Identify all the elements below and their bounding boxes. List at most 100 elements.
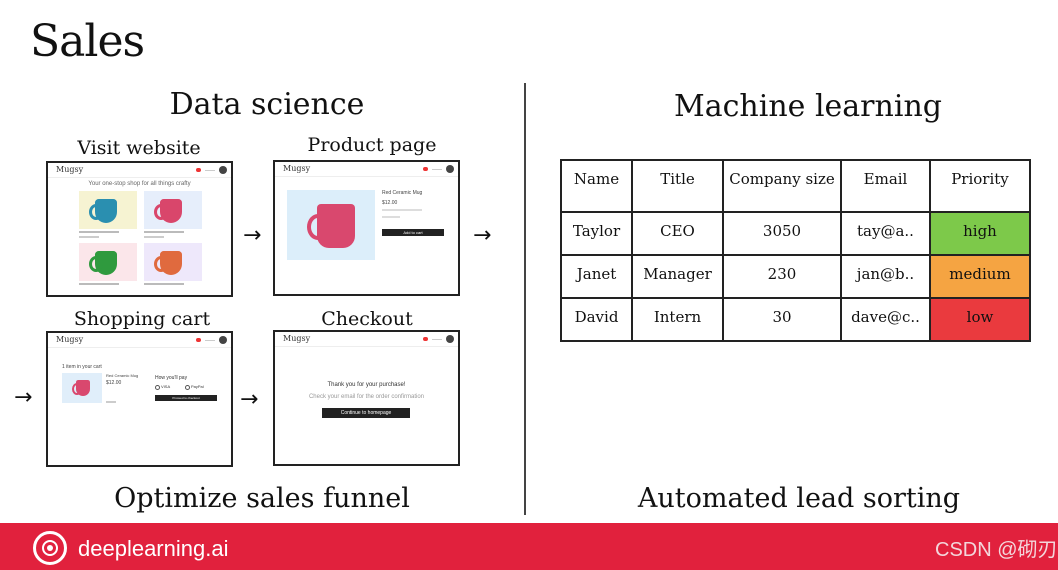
company-size-cell: 3050 (722, 211, 842, 256)
mug-handle (89, 204, 103, 220)
cart-item-qty (106, 401, 116, 403)
company-size-cell: 30 (722, 297, 842, 342)
step-label-visit-website: Visit website (77, 137, 201, 159)
shop-tagline: Your one-stop shop for all things crafty (88, 181, 191, 187)
slide-title: Sales (30, 16, 145, 67)
table-row: Janet Manager 230 jan@b.. medium (560, 254, 1031, 299)
visa-radio (155, 385, 160, 390)
brand-name: deeplearning.ai (78, 536, 229, 561)
name-cell: David (560, 297, 633, 342)
menu-line (432, 169, 442, 170)
step-label-shopping-cart: Shopping cart (73, 308, 211, 330)
product-page-mockup: Mugsy Red Ceramic Mug $12.00 Add to cart (273, 160, 460, 296)
table-row: David Intern 30 dave@c.. low (560, 297, 1031, 342)
name-cell: Janet (560, 254, 633, 299)
priority-cell: high (929, 211, 1031, 256)
footer-bar (0, 523, 1058, 570)
optimize-sales-funnel-caption: Optimize sales funnel (114, 483, 410, 514)
watermark: CSDN @砌刃 (935, 539, 1058, 561)
tile-caption (79, 231, 119, 233)
mockup-logo: Mugsy (283, 334, 311, 343)
machine-learning-title: Machine learning (674, 89, 942, 124)
column-header: Company size (722, 159, 842, 213)
product-desc-line (382, 216, 400, 218)
mockup-header: Mugsy (48, 333, 231, 348)
tile-price (144, 236, 164, 238)
section-divider (524, 83, 526, 515)
column-header: Email (840, 159, 931, 213)
add-to-cart-button: Add to cart (382, 229, 444, 236)
mockup-logo: Mugsy (283, 164, 311, 173)
arrow-icon: → (473, 223, 492, 248)
product-price: $12.00 (382, 200, 398, 206)
column-header: Name (560, 159, 633, 213)
step-label-product-page: Product page (307, 134, 437, 156)
mockup-header: Mugsy (275, 162, 458, 177)
mockup-header: Mugsy (275, 332, 458, 347)
cart-icon (196, 168, 201, 172)
cart-heading: 1 item in your cart (62, 364, 102, 370)
cart-icon (423, 167, 428, 171)
logo-dot (47, 545, 53, 551)
email-cell: tay@a.. (840, 211, 931, 256)
mug-handle (307, 214, 329, 240)
product-name: Red Ceramic Mug (382, 190, 423, 196)
product-tile (144, 191, 202, 229)
logo-ring (42, 540, 58, 556)
paypal-radio (185, 385, 190, 390)
tile-caption (144, 283, 184, 285)
data-science-title: Data science (169, 87, 365, 122)
proceed-to-checkout-button: Proceed to checkout (155, 395, 217, 401)
avatar-icon (446, 165, 454, 173)
avatar-icon (219, 166, 227, 174)
deeplearning-logo-icon (33, 531, 67, 565)
visa-label: VISA (161, 384, 171, 389)
pay-heading: How you'll pay (155, 375, 188, 381)
product-tile (79, 191, 137, 229)
arrow-icon: → (240, 387, 259, 412)
table-header-row: Name Title Company size Email Priority (560, 159, 1031, 213)
mug-handle (154, 204, 168, 220)
continue-to-homepage-button: Continue to homepage (322, 408, 410, 418)
title-cell: Manager (631, 254, 724, 299)
name-cell: Taylor (560, 211, 633, 256)
avatar-icon (446, 335, 454, 343)
email-cell: dave@c.. (840, 297, 931, 342)
visit-website-mockup: Mugsy Your one-stop shop for all things … (46, 161, 233, 297)
tile-caption (144, 231, 184, 233)
avatar-icon (219, 336, 227, 344)
checkout-thanks: Thank you for your purchase! (327, 382, 406, 388)
table-row: Taylor CEO 3050 tay@a.. high (560, 211, 1031, 256)
company-size-cell: 230 (722, 254, 842, 299)
column-header: Title (631, 159, 724, 213)
lead-table: Name Title Company size Email Priority T… (560, 159, 1031, 342)
checkout-note: Check your email for the order confirmat… (308, 394, 425, 400)
product-desc-line (382, 209, 422, 211)
cart-icon (196, 338, 201, 342)
mug-handle (72, 383, 82, 395)
mockup-logo: Mugsy (56, 165, 84, 174)
cart-item-price: $12.00 (106, 380, 122, 386)
tile-price (79, 236, 99, 238)
title-cell: CEO (631, 211, 724, 256)
step-label-checkout: Checkout (321, 308, 413, 330)
arrow-icon: → (14, 385, 33, 410)
mockup-logo: Mugsy (56, 335, 84, 344)
menu-line (432, 339, 442, 340)
priority-cell: medium (929, 254, 1031, 299)
checkout-mockup: Mugsy Thank you for your purchase! Check… (273, 330, 460, 466)
mug-handle (154, 256, 168, 272)
cart-item-name: Red Ceramic Mug (106, 373, 139, 378)
product-image (287, 190, 375, 260)
cart-icon (423, 337, 428, 341)
title-cell: Intern (631, 297, 724, 342)
menu-line (205, 340, 215, 341)
shopping-cart-mockup: Mugsy 1 item in your cart Red Ceramic Mu… (46, 331, 233, 467)
product-tile (144, 243, 202, 281)
mockup-header: Mugsy (48, 163, 231, 178)
cart-item-image (62, 373, 102, 403)
mug-handle (89, 256, 103, 272)
product-tile (79, 243, 137, 281)
tile-caption (79, 283, 119, 285)
email-cell: jan@b.. (840, 254, 931, 299)
